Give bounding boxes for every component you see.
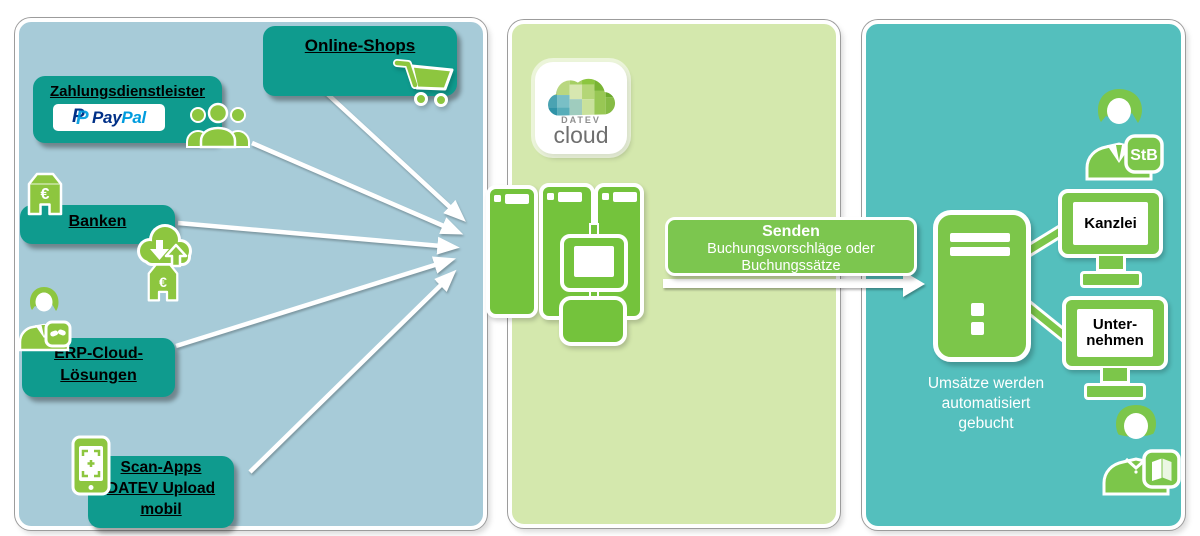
kanzlei-label: Kanzlei [1084, 215, 1137, 232]
cloud-sync-icon [137, 224, 192, 268]
online-shops-label: Online-Shops [304, 36, 416, 55]
server-cluster-icon [486, 183, 644, 346]
umsaetze-line2: automatisiert [941, 395, 1031, 412]
erp-cloud-box: ERP-Cloud- Lösungen [22, 338, 175, 397]
entrepreneur-icon [1102, 405, 1181, 496]
handshake-badge-icon [44, 320, 72, 348]
monitor-neck [1095, 256, 1126, 272]
scan-label-line2: DATEV Upload [106, 479, 216, 497]
scan-label-line3: mobil [140, 500, 182, 518]
senden-label-box: Senden Buchungsvorschläge oder Buchungss… [665, 217, 917, 276]
server-tower-icon [486, 185, 538, 318]
scan-apps-box: Scan-Apps DATEV Upload mobil [88, 456, 234, 528]
senden-line1: Buchungsvorschläge oder [707, 241, 875, 257]
monitor-base [1084, 383, 1146, 400]
kanzlei-monitor: Kanzlei [1058, 189, 1163, 288]
euro-symbol: € [41, 186, 50, 203]
unternehmen-label-line1: Unter- [1092, 316, 1138, 333]
datev-cloud-logo: DATEV cloud [535, 62, 627, 154]
paypal-monogram-icon: P P [72, 105, 89, 129]
book-badge-icon [1142, 449, 1181, 489]
stb-badge-text: StB [1130, 147, 1158, 164]
consultant-icon [18, 287, 72, 352]
desktop-box-icon [559, 296, 627, 346]
senden-title: Senden [762, 223, 820, 240]
umsaetze-note: Umsätze werden automatisiert gebucht [920, 374, 1052, 434]
umsaetze-line1: Umsätze werden [927, 375, 1045, 392]
scan-phone-icon [71, 435, 111, 496]
server-vent-bar [950, 233, 1010, 242]
monitor-frame: Unter- nehmen [1062, 296, 1168, 370]
logo-cloud-text: cloud [553, 122, 609, 148]
paypal-wordmark: PayPal [92, 107, 146, 127]
monitor-frame: Kanzlei [1058, 189, 1163, 258]
paypal-logo: P P PayPal [53, 104, 165, 131]
euro-symbol: € [159, 275, 167, 291]
zahlungsdienstleister-box: Zahlungsdienstleister P P PayPal [33, 76, 222, 143]
server-led [971, 322, 984, 335]
stb-badge: StB [1124, 134, 1164, 174]
shopping-cart-icon [393, 59, 454, 107]
umsaetze-line3: gebucht [958, 415, 1014, 432]
banken-box: Banken [20, 205, 175, 244]
erp-label-line2: Lösungen [60, 366, 137, 384]
scan-label-line1: Scan-Apps [120, 459, 202, 476]
erp-label-line1: ERP-Cloud- [54, 345, 143, 362]
senden-line2: Buchungssätze [741, 258, 841, 274]
server-led [971, 303, 984, 316]
server-vent-bar [950, 247, 1010, 256]
banken-label: Banken [68, 213, 127, 230]
server-tower-icon [933, 210, 1031, 362]
cloud-mosaic-icon [548, 78, 616, 116]
tax-advisor-icon: StB [1085, 89, 1164, 181]
logo-datev-text: DATEV [561, 115, 601, 125]
zahlungsdienstleister-label: Zahlungsdienstleister [49, 83, 206, 100]
download-arrow [150, 240, 169, 260]
bank-building-icon: € [27, 172, 63, 216]
monitor-base [1079, 271, 1142, 288]
users-group-icon [186, 102, 250, 149]
monitor-neck [1100, 368, 1130, 384]
bank-building-icon: € [147, 263, 179, 302]
unternehmen-label-line2: nehmen [1086, 332, 1144, 349]
unternehmen-monitor: Unter- nehmen [1062, 296, 1168, 400]
